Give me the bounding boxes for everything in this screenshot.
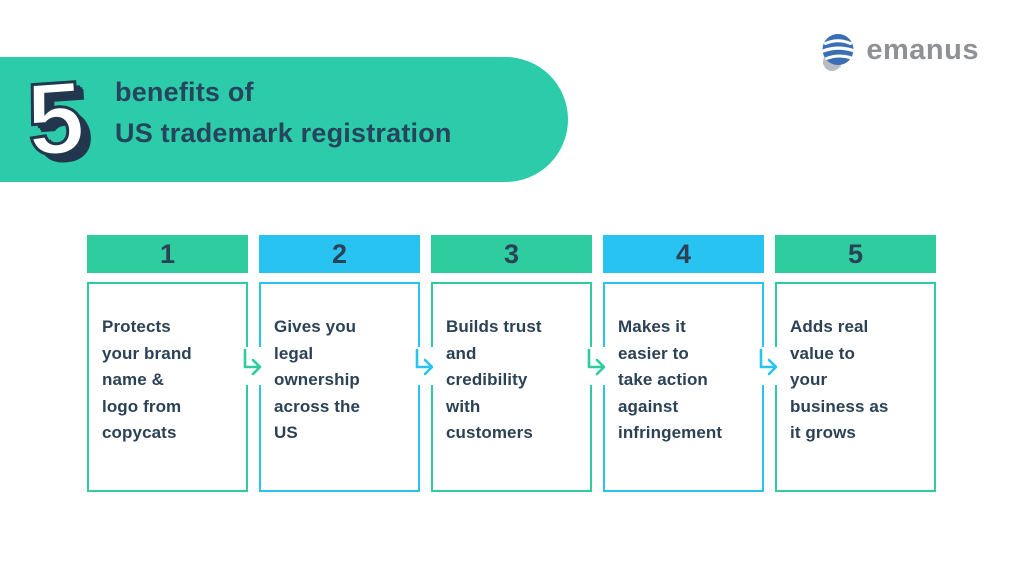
benefits-flow: 1 Protects your brand name & logo from c… — [87, 235, 936, 492]
benefit-card-4: Makes it easier to take action against i… — [603, 282, 764, 492]
emanus-logo: emanus — [817, 31, 979, 73]
benefit-number-3: 3 — [431, 235, 592, 273]
flow-arrow-4-icon — [755, 347, 783, 385]
benefit-column-1: 1 Protects your brand name & logo from c… — [87, 235, 248, 492]
page-title: benefits of US trademark registration — [115, 72, 452, 154]
big-number-5: 5 — [22, 58, 90, 180]
benefit-card-5: Adds real value to your business as it g… — [775, 282, 936, 492]
benefit-column-2: 2 Gives you legal ownership across the U… — [259, 235, 420, 492]
title-line-1: benefits of — [115, 77, 254, 107]
benefit-text-3: Builds trust and credibility with custom… — [446, 317, 542, 442]
flow-arrow-3-icon — [583, 347, 611, 385]
benefit-number-4: 4 — [603, 235, 764, 273]
benefit-column-3: 3 Builds trust and credibility with cust… — [431, 235, 592, 492]
emanus-sphere-icon — [821, 34, 855, 71]
benefit-column-5: 5 Adds real value to your business as it… — [775, 235, 936, 492]
flow-arrow-1-icon — [239, 347, 267, 385]
benefit-number-2: 2 — [259, 235, 420, 273]
benefit-card-3: Builds trust and credibility with custom… — [431, 282, 592, 492]
benefit-text-1: Protects your brand name & logo from cop… — [102, 317, 192, 442]
benefit-card-2: Gives you legal ownership across the US — [259, 282, 420, 492]
benefit-text-5: Adds real value to your business as it g… — [790, 317, 889, 442]
benefit-text-4: Makes it easier to take action against i… — [618, 317, 723, 442]
title-line-2: US trademark registration — [115, 118, 452, 148]
title-banner: 5 benefits of US trademark registration — [0, 57, 568, 182]
benefit-text-2: Gives you legal ownership across the US — [274, 317, 361, 442]
benefit-column-4: 4 Makes it easier to take action against… — [603, 235, 764, 492]
benefit-number-5: 5 — [775, 235, 936, 273]
benefit-number-1: 1 — [87, 235, 248, 273]
flow-arrow-2-icon — [411, 347, 439, 385]
benefit-card-1: Protects your brand name & logo from cop… — [87, 282, 248, 492]
emanus-logo-text: emanus — [866, 33, 979, 66]
